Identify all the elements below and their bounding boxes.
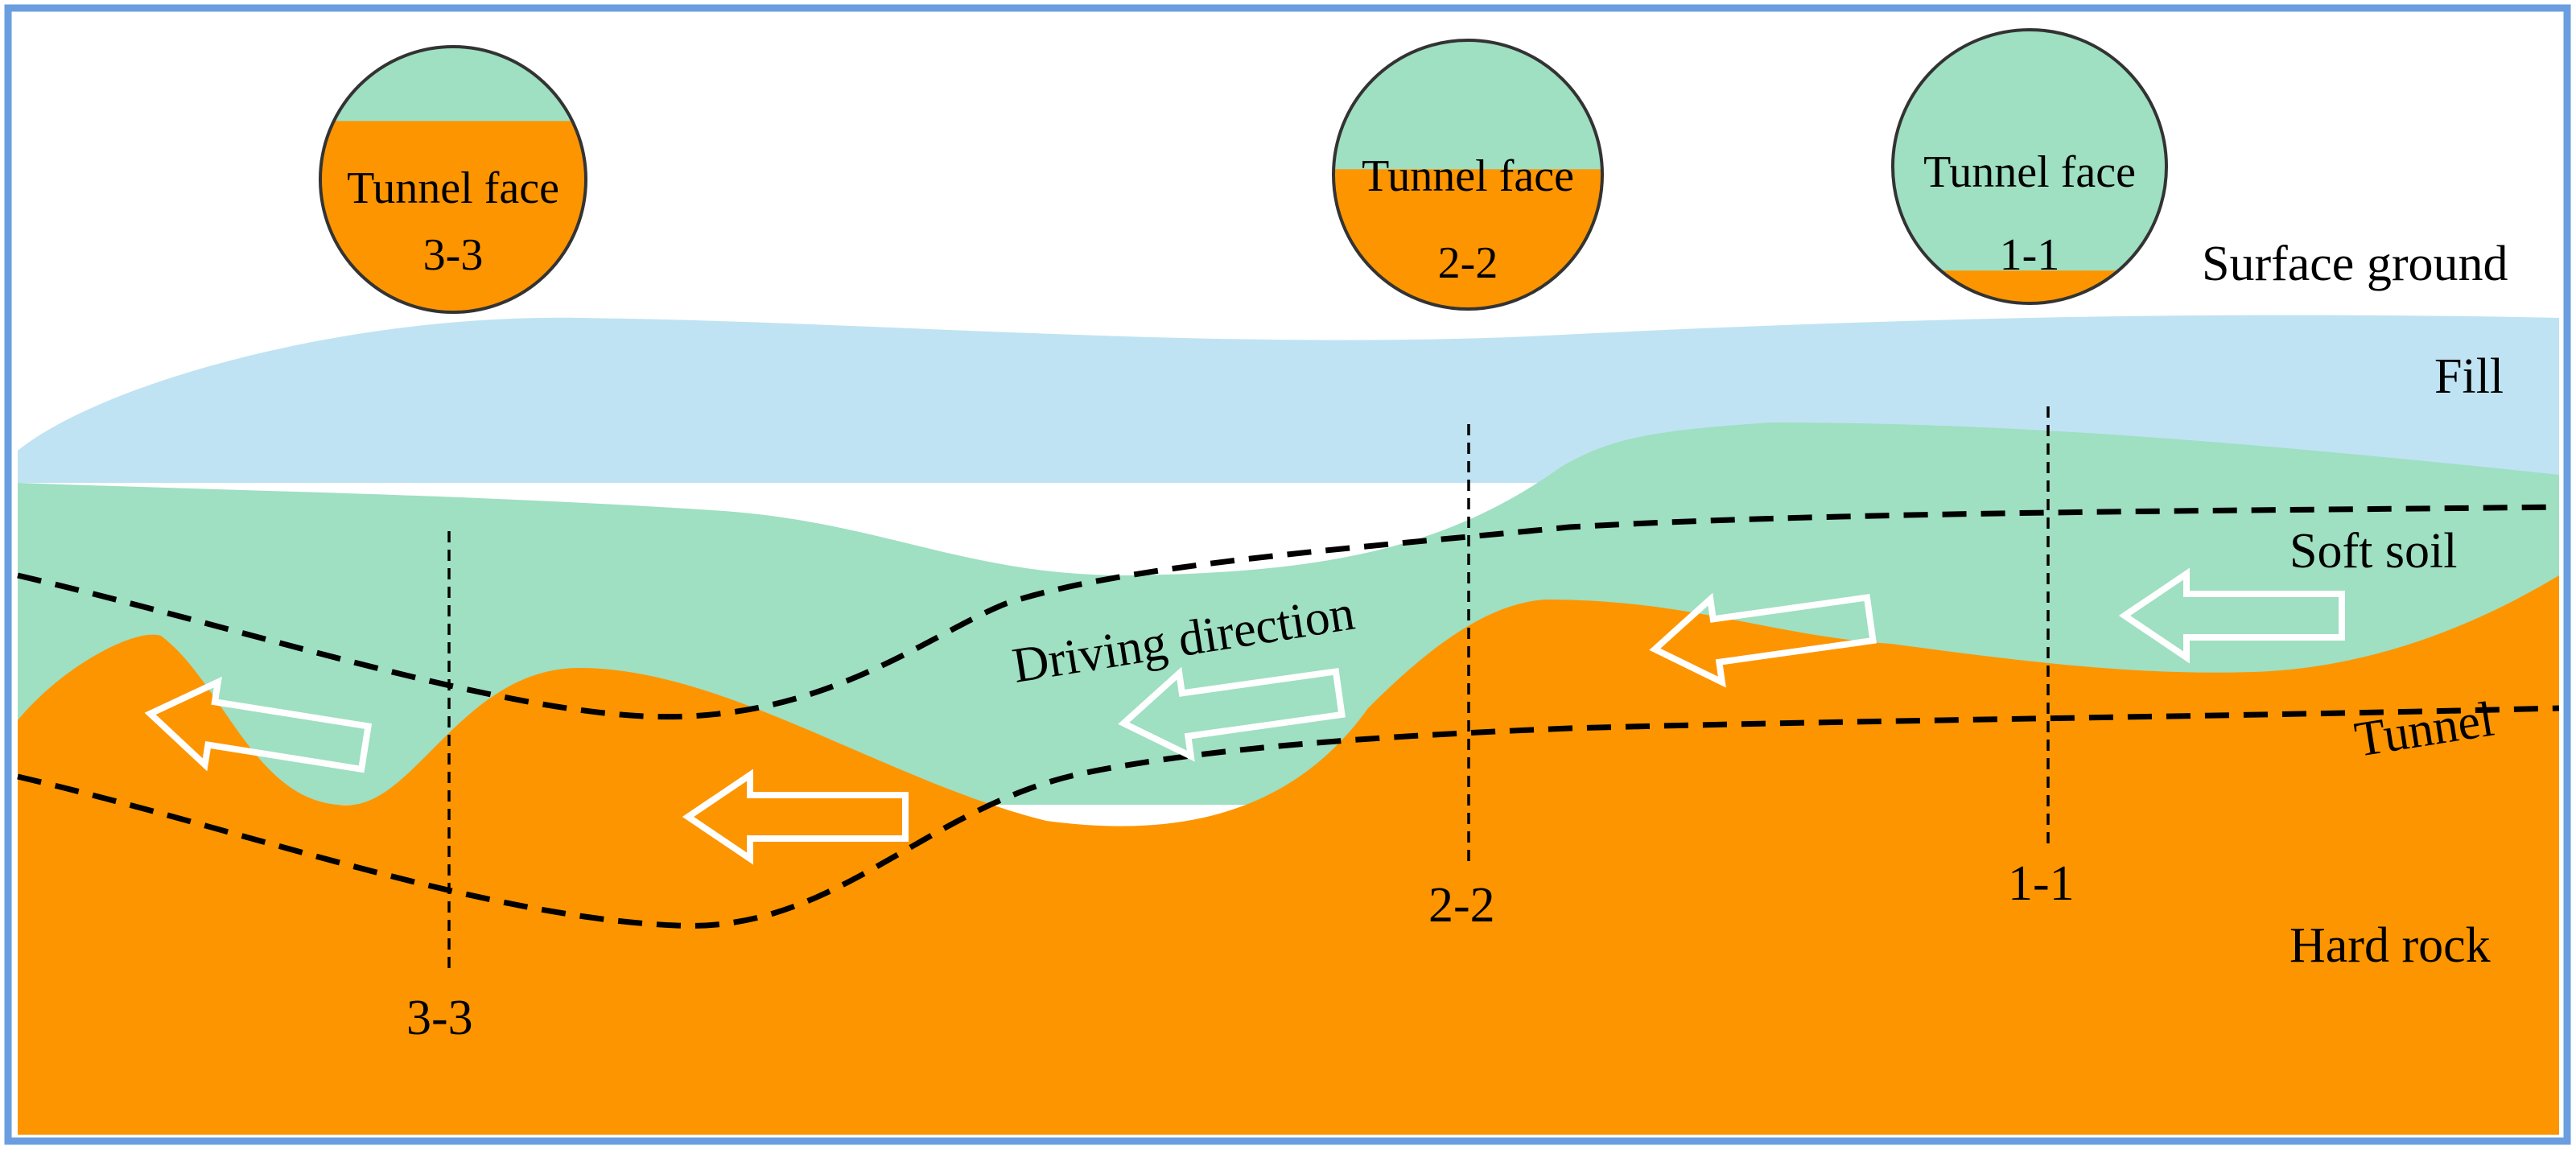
face-soft-soil	[1893, 30, 2166, 303]
hard-rock-label: Hard rock	[2290, 918, 2491, 973]
section-label-2-2: 2-2	[1428, 878, 1495, 933]
tunnel-face-label: Tunnel face	[1923, 147, 2136, 197]
tunnel-face-label: Tunnel face	[347, 163, 559, 213]
surface-ground-label: Surface ground	[2202, 237, 2508, 291]
tunnel-face-section-label: 2-2	[1438, 238, 1498, 288]
tunnel-boundary-lines	[17, 504, 2560, 929]
hard-rock-layer	[18, 575, 2559, 1135]
tunnel-face-1-1: Tunnel face 1-1	[1891, 28, 2168, 305]
tunnel-face-label: Tunnel face	[1362, 151, 1574, 201]
face-hard-rock	[320, 121, 586, 312]
section-label-3-3: 3-3	[406, 991, 473, 1045]
tunnel-face-2-2: Tunnel face 2-2	[1332, 39, 1604, 311]
tunnel-face-section-label: 1-1	[2000, 230, 2060, 280]
tunnel-face-3-3: Tunnel face 3-3	[319, 45, 587, 314]
tunnel-crown-line	[17, 504, 2560, 720]
fill-label: Fill	[2434, 349, 2504, 404]
section-label-1-1: 1-1	[2008, 856, 2075, 911]
soft-soil-label: Soft soil	[2290, 524, 2457, 579]
figure-frame	[4, 4, 2571, 1145]
tunnel-face-section-label: 3-3	[423, 230, 484, 280]
